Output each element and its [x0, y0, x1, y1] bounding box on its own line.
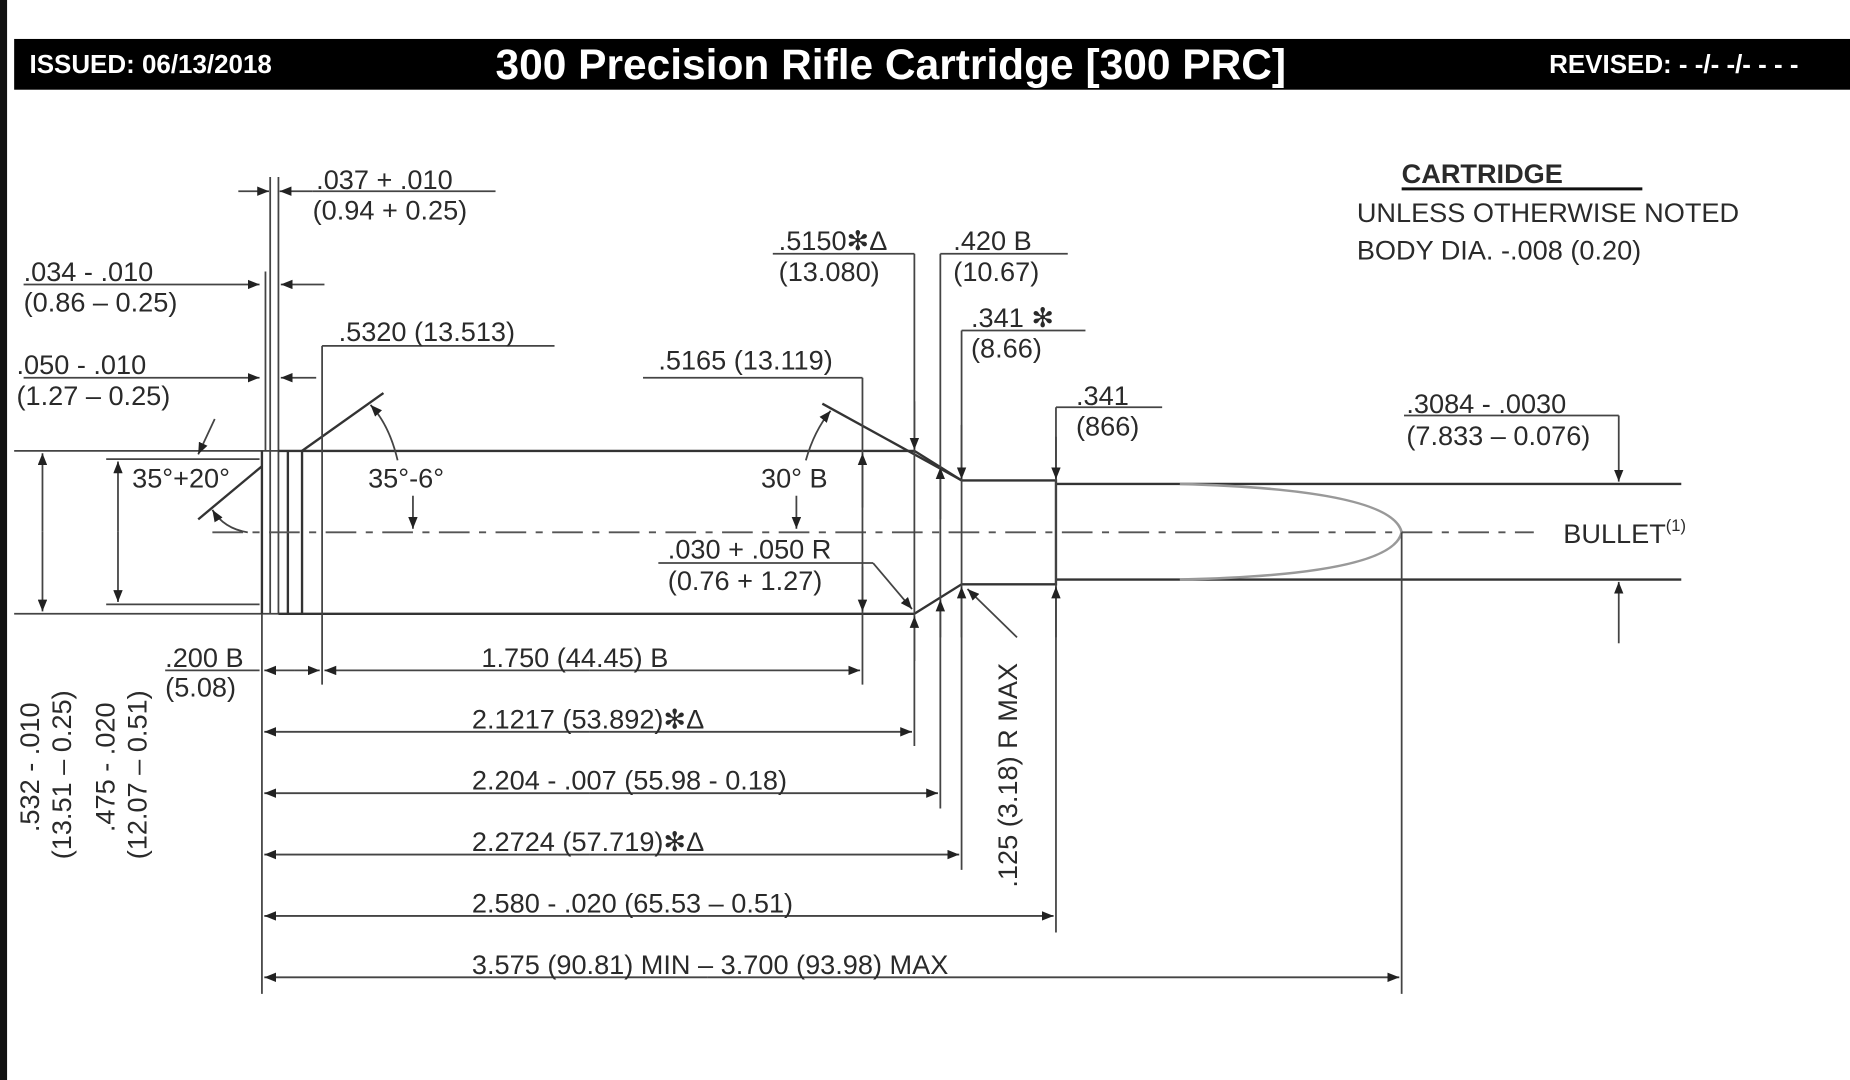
- dim-475: .475 - .020: [89, 702, 120, 832]
- general-notes: CARTRIDGE UNLESS OTHERWISE NOTED BODY DI…: [1357, 158, 1739, 266]
- diameter-dims: [37, 453, 123, 612]
- angle-35-6: 35°-6°: [368, 462, 444, 493]
- left-border: [0, 0, 8, 1080]
- dim-341-mouth-metric: (866): [1076, 411, 1139, 442]
- length-dims: [165, 665, 1400, 983]
- angle-35-20: 35°+20°: [132, 462, 230, 493]
- dim-420: .420 B: [953, 225, 1031, 256]
- dim-5150: .5150✻Δ: [779, 225, 888, 256]
- dim-034: .034 - .010: [24, 256, 154, 287]
- dim-125-radius: .125 (3.18) R MAX: [992, 663, 1023, 888]
- dim-341-mouth: .341: [1076, 380, 1129, 411]
- rim-dims: [23, 186, 496, 451]
- dim-420-metric: (10.67): [953, 256, 1039, 287]
- dim-050: .050 - .010: [17, 349, 147, 380]
- issued-date: ISSUED: 06/13/2018: [29, 49, 271, 79]
- dim-2-204: 2.204 - .007 (55.98 - 0.18): [472, 765, 787, 796]
- dim-5320: .5320 (13.513): [339, 316, 515, 347]
- dim-050-metric: (1.27 – 0.25): [17, 380, 171, 411]
- dim-200-metric: (5.08): [165, 671, 236, 702]
- dim-034-metric: (0.86 – 0.25): [24, 287, 178, 318]
- shoulder-arrows: [658, 401, 1061, 661]
- dim-1750: 1.750 (44.45) B: [481, 642, 668, 673]
- dim-2-1217: 2.1217 (53.892)✻Δ: [472, 703, 704, 734]
- dim-overall-length: 3.575 (90.81) MIN – 3.700 (93.98) MAX: [472, 949, 948, 980]
- dim-341-neck-metric: (8.66): [971, 333, 1042, 364]
- dim-2-580: 2.580 - .020 (65.53 – 0.51): [472, 887, 793, 918]
- header-bar: ISSUED: 06/13/2018 300 Precision Rifle C…: [14, 38, 1850, 90]
- case-outline: [14, 177, 1058, 615]
- dim-5150-metric: (13.080): [779, 256, 880, 287]
- page-title: 300 Precision Rifle Cartridge [300 PRC]: [496, 42, 1287, 89]
- notes-line-1: UNLESS OTHERWISE NOTED: [1357, 197, 1739, 228]
- notes-line-2: BODY DIA. -.008 (0.20): [1357, 235, 1641, 266]
- dim-037: .037 + .010: [316, 164, 452, 195]
- extension-lines: [106, 252, 1624, 994]
- dim-037-metric: (0.94 + 0.25): [313, 195, 468, 226]
- angle-30: 30° B: [761, 462, 828, 493]
- dim-3084: .3084 - .0030: [1406, 388, 1566, 419]
- angle-leaders: [197, 404, 832, 534]
- dim-341-neck: .341 ✻: [971, 302, 1054, 333]
- dim-3084-metric: (7.833 – 0.076): [1406, 420, 1590, 451]
- dim-030-radius: .030 + .050 R: [668, 533, 832, 564]
- dim-2-2724: 2.2724 (57.719)✻Δ: [472, 826, 704, 857]
- dim-030-radius-metric: (0.76 + 1.27): [668, 565, 823, 596]
- dim-532-metric: (13.51 – 0.25): [46, 690, 77, 859]
- notes-heading: CARTRIDGE: [1402, 158, 1563, 189]
- bullet-label: BULLET(1): [1563, 516, 1686, 549]
- dim-475-metric: (12.07 – 0.51): [121, 690, 152, 859]
- dim-532: .532 - .010: [14, 702, 45, 832]
- dim-200: .200 B: [165, 642, 243, 673]
- revised-date: REVISED: - -/- -/- - - -: [1549, 49, 1798, 79]
- dim-5165: .5165 (13.119): [658, 344, 832, 375]
